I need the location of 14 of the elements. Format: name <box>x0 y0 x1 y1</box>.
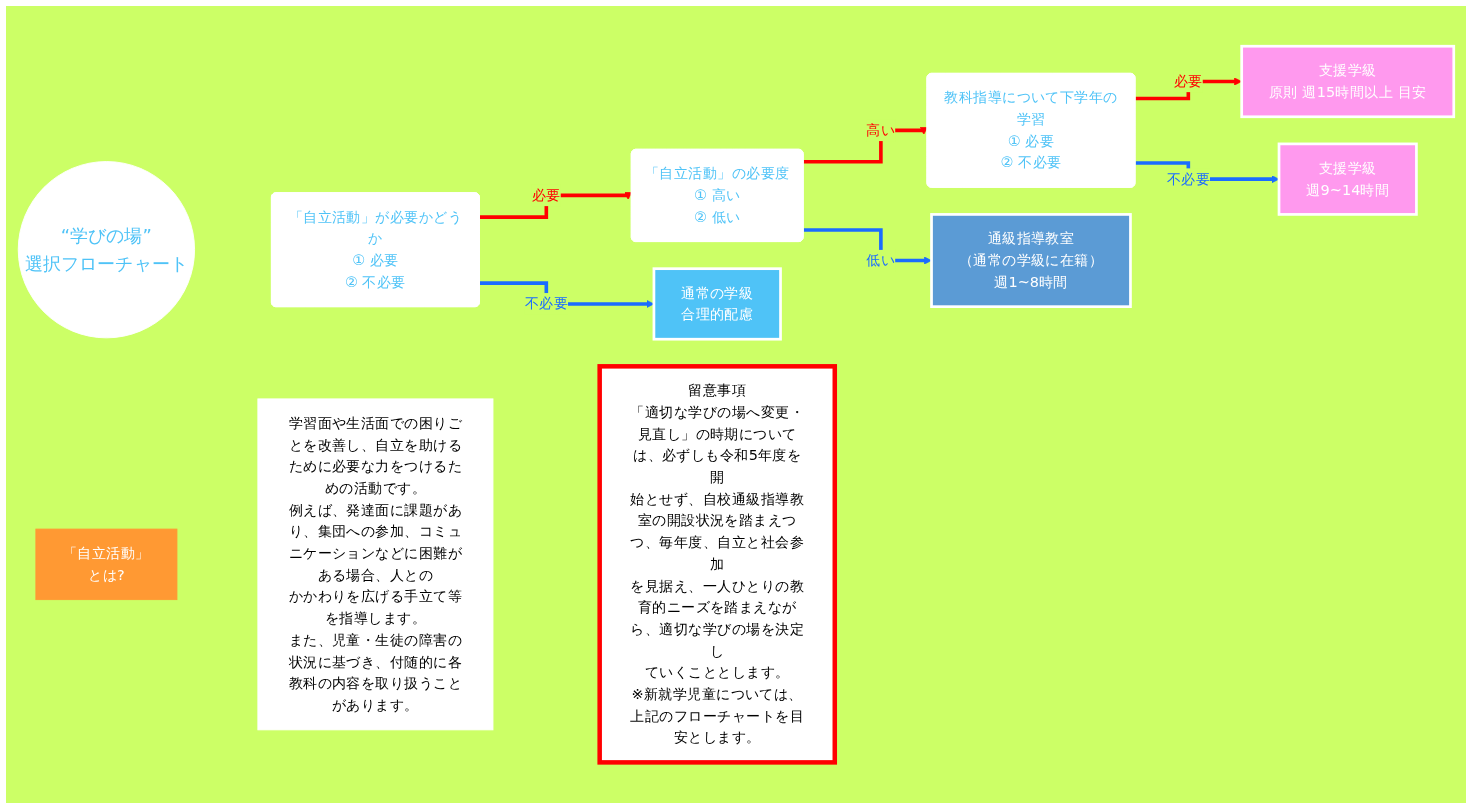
node-box: 通常の学級 合理的配慮 <box>652 267 782 341</box>
edge-label: 必要 <box>1173 72 1203 90</box>
node-box: 支援学級 原則 週15時間以上 目安 <box>1240 45 1456 119</box>
node-box: 学習面や生活面での困りごとを改善し、自立を助けるために必要な力をつけるための活動です。 例えば、発達面に課題があり、集団への参加、コミュニケーションなどに困難がある場合、人とのかかわりを広げる手立て等を指導します。 また、児童・生徒の障害の状況に基づき、付随的に各教科の内容を取り扱うことがあります。 <box>257 398 494 731</box>
node-circle: “学びの場” 選択フローチャート <box>17 161 195 339</box>
node-box: 通級指導教室 （通常の学級に在籍） 週1~8時間 <box>930 213 1132 309</box>
node-box: 留意事項 「適切な学びの場へ変更・見直し」の時期については、必ずしも令和5年度を開始とせず、自校通級指導教室の開設状況を踏まえつつ、毎年度、自立と社会参加を見据え、一人ひとりの教育的ニーズを踏まえながら、適切な学びの場を決定していくこととします。 ※新就学児童については、上記のフローチャートを目安とします。 <box>597 364 838 765</box>
edge-label: 低い <box>866 251 896 269</box>
edge-label: 高い <box>866 121 896 139</box>
edge-label: 必要 <box>531 186 561 204</box>
edge-label: 不必要 <box>1166 170 1211 188</box>
node-box: 支援学級 週9~14時間 <box>1277 142 1418 216</box>
edge-label: 不必要 <box>524 295 569 313</box>
node-box: 「自立活動」 とは? <box>35 528 178 601</box>
